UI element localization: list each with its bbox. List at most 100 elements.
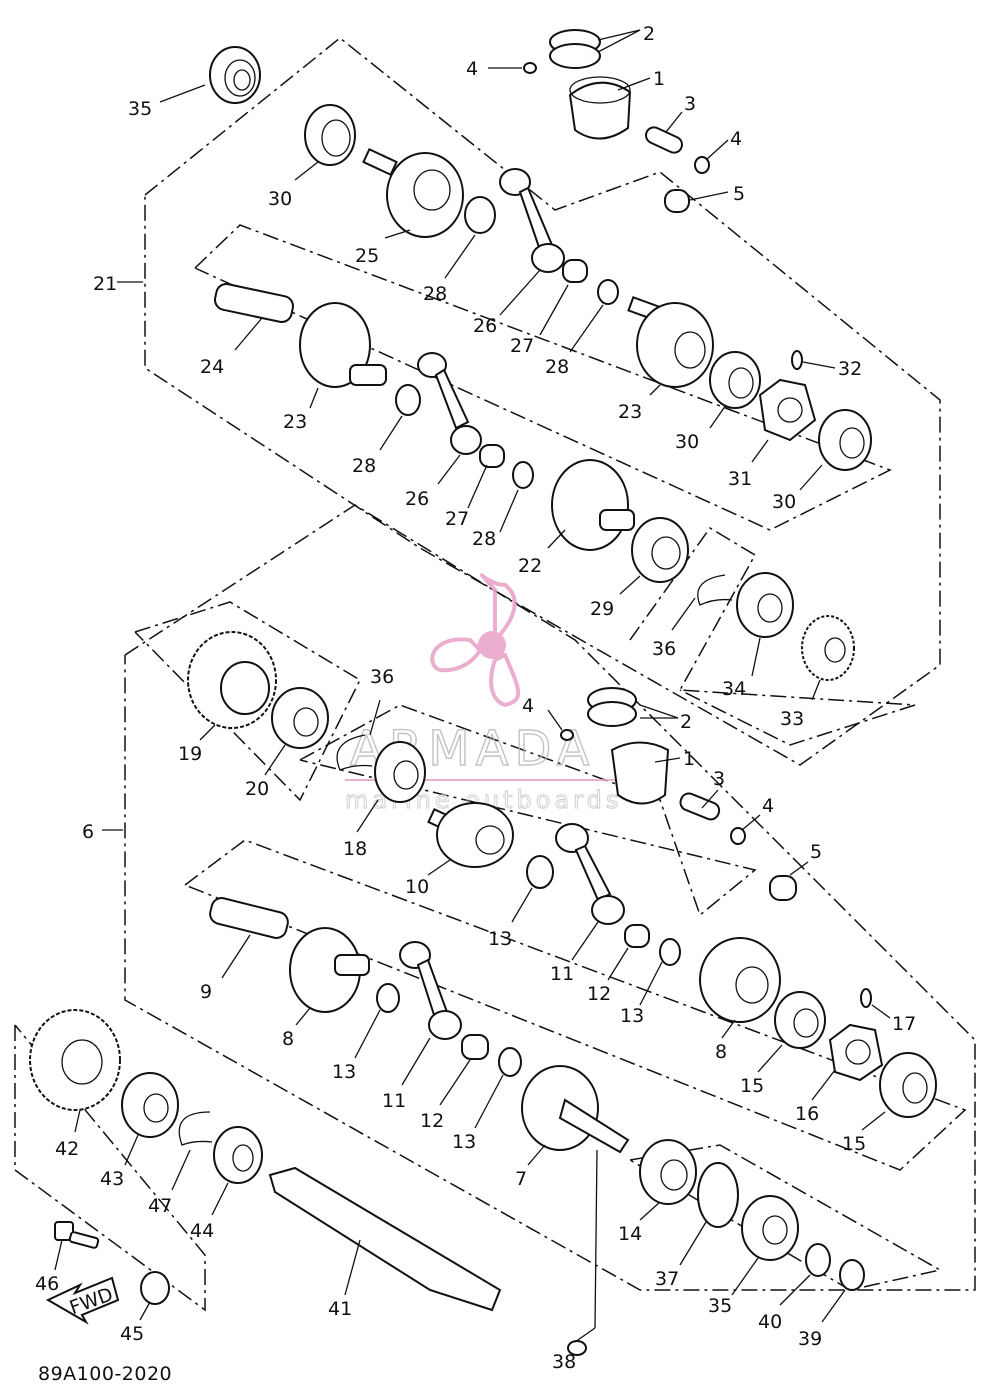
nut-39 [839,1259,865,1291]
parts: FWD [29,29,937,1356]
bearing-18 [374,741,426,803]
callout-45: 45 [120,1323,144,1345]
callout-23-right: 23 [618,401,642,423]
piston-1-lower [610,741,670,805]
crank-web-10 [427,802,514,868]
pin-32 [791,350,803,370]
callout-4-lower-b: 4 [762,795,774,817]
bearing-29 [631,517,689,583]
outline-seal-group-upper [629,527,916,746]
outline-output-group [14,1024,206,1312]
outline-assembly-21 [144,37,941,766]
callout-numbers: 2 4 1 35 3 4 30 5 25 21 28 26 24 27 28 3… [35,23,916,1373]
callout-23-left: 23 [283,411,307,433]
connecting-rod-26-lower [417,352,482,455]
clip-4-top [523,62,537,74]
callout-27-a: 27 [510,335,534,357]
callout-35-top: 35 [128,98,152,120]
callout-28-a: 28 [423,283,447,305]
bearing-15-right [879,1052,937,1118]
bearing-35-lower [741,1195,799,1261]
callout-6: 6 [82,821,94,843]
bearing-14 [639,1139,697,1205]
gear-33 [801,615,855,681]
callout-30-upper: 30 [268,188,292,210]
callout-44: 44 [190,1220,214,1242]
piston-pin-3-lower [679,792,721,821]
callout-24: 24 [200,356,224,378]
bearing-20 [271,687,329,749]
bolt-46 [54,1221,100,1249]
connecting-rod-11-lower [399,941,462,1040]
circlip-36-upper [697,574,733,606]
callout-41: 41 [328,1298,352,1320]
leader-lines [54,29,891,1343]
needle-bearing-27-b [479,444,505,468]
circlip-36-lower [336,734,373,771]
piston-rings-2-lower [587,687,637,727]
callout-12-lower: 12 [420,1110,444,1132]
bearing-44 [213,1126,263,1184]
propeller-logo [430,573,521,708]
callout-29: 29 [590,598,614,620]
gear-19 [187,631,277,729]
callout-42: 42 [55,1138,79,1160]
assembly-outlines [14,37,976,1312]
washer-28-c [395,384,421,416]
callout-20: 20 [245,778,269,800]
callout-14: 14 [618,1223,642,1245]
outline-gear-group [134,601,361,802]
outline-bottom-bearing-group [629,1144,943,1291]
callout-39: 39 [798,1328,822,1350]
callout-11-lower: 11 [382,1090,406,1112]
callout-34: 34 [722,678,746,700]
outline-lower-crank-lower [184,839,967,1171]
callout-11-upper: 11 [550,963,574,985]
washer-13-a [526,855,554,889]
clip-4-top-b [694,156,710,174]
callout-25: 25 [355,245,379,267]
needle-bearing-27-a [562,259,588,283]
washer-28-d [512,461,534,489]
callout-7: 7 [515,1168,527,1190]
callout-15-right: 15 [842,1133,866,1155]
callout-13-b: 13 [620,1005,644,1027]
callout-15-mid: 15 [740,1075,764,1097]
shaft-24 [214,283,294,323]
callout-4-top-b: 4 [730,128,742,150]
piston-rings-2-top [549,29,601,69]
callout-30-right: 30 [772,491,796,513]
washer-13-d [498,1047,522,1077]
bearing-5-top [664,189,690,213]
circlip-47 [178,1111,213,1146]
callout-21: 21 [93,273,117,295]
callout-36-lower: 36 [370,666,394,688]
crank-web-22 [551,459,635,551]
callout-9: 9 [200,981,212,1003]
crank-web-25 [362,147,464,238]
callout-16: 16 [795,1103,819,1125]
callout-26-lower: 26 [405,488,429,510]
callout-47: 47 [148,1195,172,1217]
callout-28-c: 28 [352,455,376,477]
callout-4-top: 4 [466,58,478,80]
seal-ring-37 [697,1162,739,1228]
shaft-9 [209,897,289,939]
crank-web-8-left [289,927,370,1013]
drive-shaft-41 [268,1166,502,1312]
washer-13-c [376,983,400,1013]
callout-12-upper: 12 [587,983,611,1005]
washer-28-b [597,279,619,305]
callout-4-lower: 4 [522,695,534,717]
callout-13-d: 13 [452,1131,476,1153]
gear-42 [29,1009,121,1111]
outline-lower-crank-upper [194,224,892,531]
outline-upper-crank-lower [299,704,757,917]
crank-web-23-right [627,296,714,388]
callout-3-lower: 3 [713,768,725,790]
callout-30-mid: 30 [675,431,699,453]
callout-1-top: 1 [653,68,665,90]
bearing-35-top [209,46,261,104]
needle-bearing-12-lower [461,1034,489,1060]
